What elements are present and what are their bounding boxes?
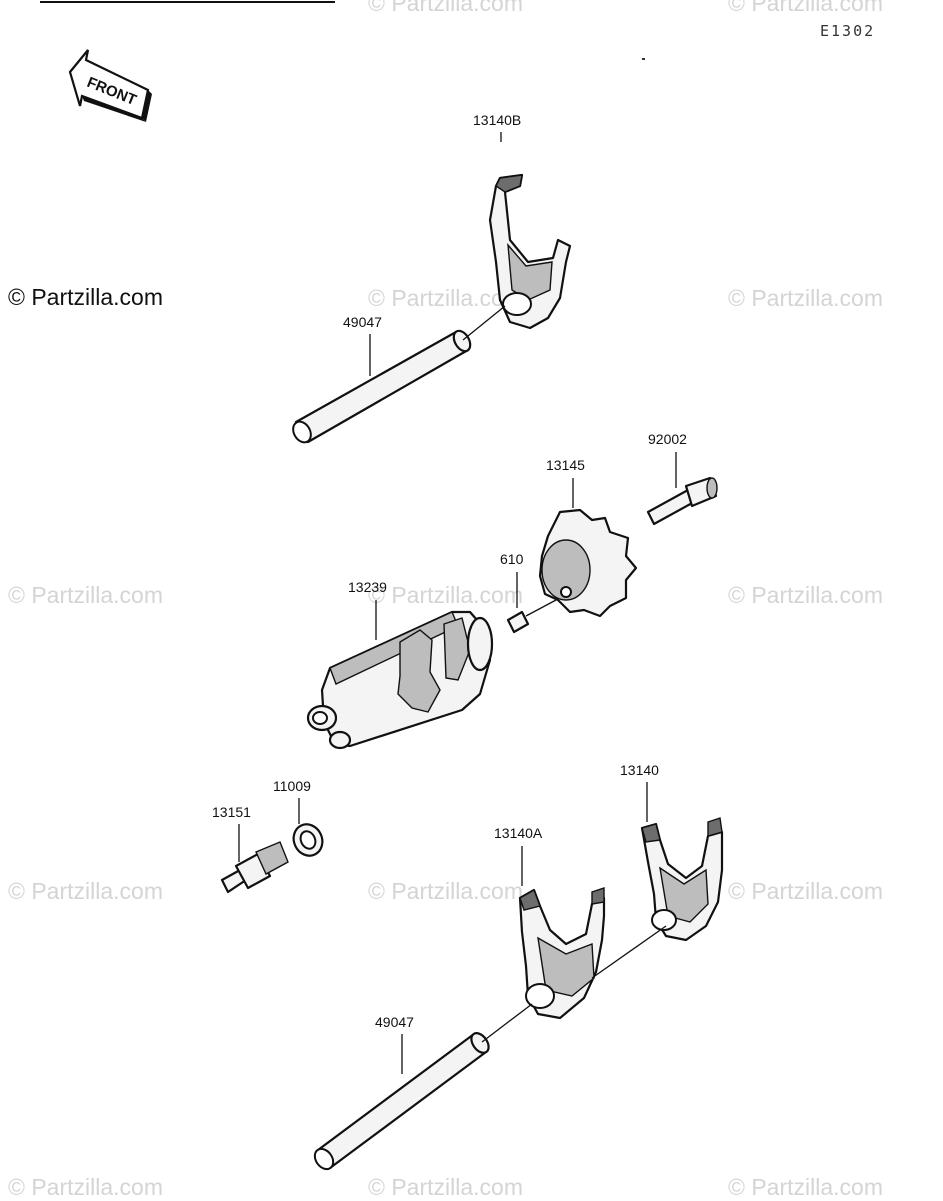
label-13151: 13151 xyxy=(212,804,251,820)
watermark: © Partzilla.com xyxy=(728,285,883,311)
drum-holder-13145 xyxy=(538,508,638,618)
gasket-11009 xyxy=(292,823,324,857)
fork-shaft-lower xyxy=(313,1032,490,1171)
watermark: © Partzilla.com xyxy=(8,1174,163,1200)
watermark: © Partzilla.com xyxy=(728,878,883,904)
label-49047-lower: 49047 xyxy=(375,1014,414,1030)
label-610: 610 xyxy=(500,551,524,567)
shift-drum-13239 xyxy=(306,610,494,750)
shift-fork-13140b xyxy=(488,173,572,330)
label-13145: 13145 xyxy=(546,457,585,473)
leader-shaft-fork-upper xyxy=(462,305,506,341)
fork-shaft-upper xyxy=(292,329,472,444)
neutral-switch-13151 xyxy=(220,841,289,894)
leader-fork-shaft-link xyxy=(591,925,667,979)
label-11009: 11009 xyxy=(273,778,311,794)
watermark: © Partzilla.com xyxy=(368,878,523,904)
watermark: © Partzilla.com xyxy=(728,1174,883,1200)
leader-shaft-fork-lower xyxy=(481,1003,533,1043)
label-49047-upper: 49047 xyxy=(343,314,382,330)
speck xyxy=(642,58,645,60)
watermark: © Partzilla.com xyxy=(728,0,883,16)
bolt-92002 xyxy=(646,476,718,526)
label-13140a: 13140A xyxy=(494,825,543,841)
label-13239: 13239 xyxy=(348,579,387,595)
watermark: © Partzilla.com xyxy=(368,285,523,311)
shift-fork-13140a xyxy=(518,887,606,1020)
label-13140: 13140 xyxy=(620,762,659,778)
front-arrow-icon: FRONT xyxy=(68,49,152,122)
watermark: © Partzilla.com xyxy=(8,878,163,904)
pin-610 xyxy=(506,610,530,634)
watermark: © Partzilla.com xyxy=(368,1174,523,1200)
diagram-code: E1302 xyxy=(820,22,876,40)
watermark: © Partzilla.com xyxy=(8,582,163,608)
watermark: © Partzilla.com xyxy=(728,582,883,608)
watermark: © Partzilla.com xyxy=(368,582,523,608)
copyright-text: © Partzilla.com xyxy=(8,284,163,310)
watermark: © Partzilla.com xyxy=(368,0,523,16)
label-13140b: 13140B xyxy=(473,112,521,128)
label-92002: 92002 xyxy=(648,431,687,447)
leader-pin-holder xyxy=(525,599,557,617)
shift-fork-13140 xyxy=(640,817,724,942)
